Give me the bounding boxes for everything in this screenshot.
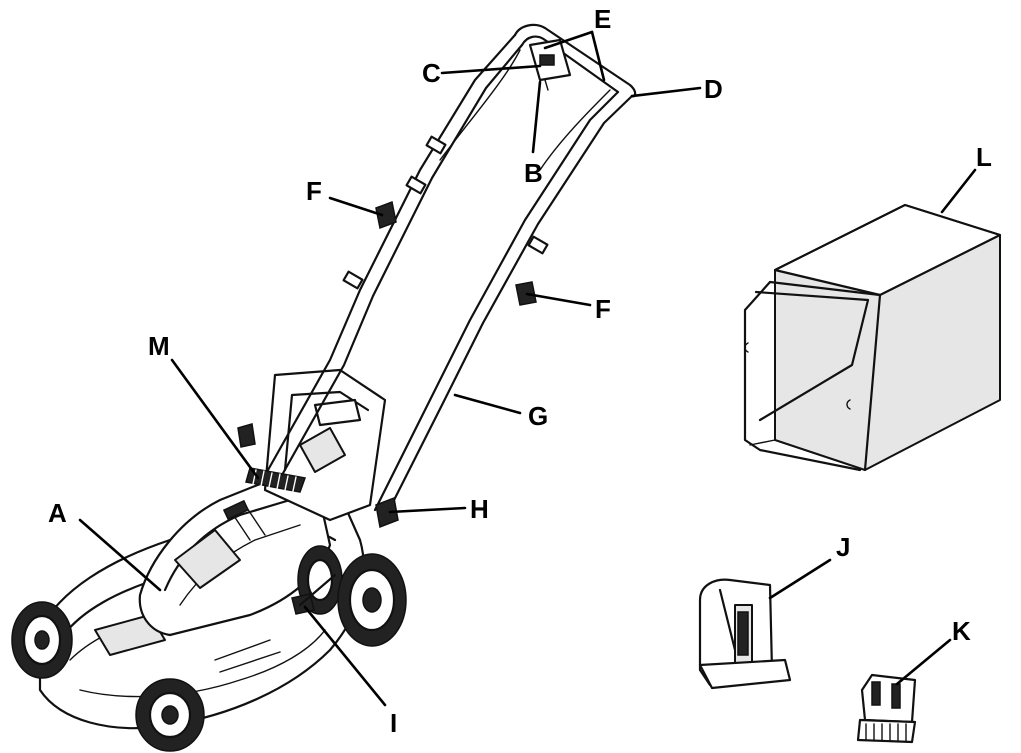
callout-l: L bbox=[976, 142, 992, 172]
handle-clip-left bbox=[237, 423, 256, 448]
leader-f2 bbox=[525, 292, 592, 307]
leader-b bbox=[531, 80, 542, 154]
height-adjust-lever bbox=[291, 573, 337, 615]
height-knob bbox=[375, 496, 399, 529]
leader-f1 bbox=[328, 196, 384, 217]
rear-right-wheel bbox=[337, 553, 407, 647]
air-vent-grille bbox=[245, 467, 307, 493]
callout-c: C bbox=[422, 58, 441, 88]
leader-g bbox=[453, 393, 522, 415]
callout-g: G bbox=[528, 401, 548, 431]
callout-d: D bbox=[704, 74, 723, 104]
leader-k bbox=[895, 638, 952, 686]
safety-key bbox=[856, 673, 917, 744]
grass-catcher-bag bbox=[743, 203, 1002, 472]
leader-e1 bbox=[543, 30, 594, 50]
callout-f-upper: F bbox=[306, 176, 322, 206]
leader-i bbox=[303, 605, 387, 707]
leader-j bbox=[768, 558, 832, 600]
callout-labels: A B C D E F F G H I J K L M bbox=[48, 4, 992, 738]
lawn-mower bbox=[11, 23, 637, 752]
leader-a bbox=[78, 518, 162, 592]
callout-e: E bbox=[594, 4, 611, 34]
callout-m: M bbox=[148, 331, 170, 361]
mulching-plug bbox=[698, 578, 792, 690]
callout-f-right: F bbox=[595, 294, 611, 324]
front-right-wheel bbox=[135, 678, 205, 752]
front-left-wheel bbox=[11, 601, 73, 679]
callout-k: K bbox=[952, 616, 971, 646]
leader-d bbox=[630, 86, 702, 98]
callout-i: I bbox=[390, 708, 397, 738]
callout-a: A bbox=[48, 498, 67, 528]
callout-h: H bbox=[470, 494, 489, 524]
leader-h bbox=[388, 506, 467, 514]
leader-lines bbox=[78, 30, 977, 707]
leader-m bbox=[170, 358, 260, 480]
leader-c bbox=[440, 64, 542, 75]
callout-j: J bbox=[836, 532, 850, 562]
handle-knob-upper-left bbox=[375, 200, 397, 230]
leader-e2 bbox=[590, 30, 606, 82]
switch-box bbox=[528, 38, 572, 91]
leader-l bbox=[940, 168, 977, 214]
callout-b: B bbox=[524, 158, 543, 188]
